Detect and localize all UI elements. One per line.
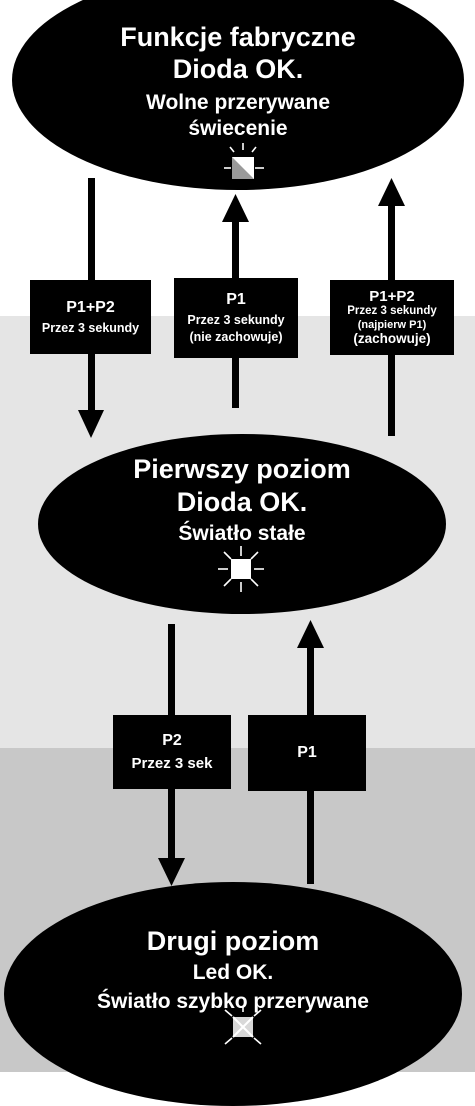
transition-label-line2: Przez 3 sekundy xyxy=(347,305,437,318)
transition-label-line3: (nie zachowuje) xyxy=(189,330,283,345)
state-level1-mode: Światło stałe xyxy=(178,522,306,545)
transition-label-line1: P2 xyxy=(162,732,182,750)
transition-label-line1: P1 xyxy=(297,743,317,761)
state-level2-mode: Światło szybko przerywane xyxy=(97,990,369,1013)
transition-label-line4: (zachowuje) xyxy=(353,331,431,347)
state-level2: Drugi poziom Led OK. Światło szybko prze… xyxy=(4,882,462,1106)
state-factory-led: Dioda OK. xyxy=(172,54,304,84)
transition-label-line1: P1+P2 xyxy=(66,298,115,316)
transition-label-line2: Przez 3 sekundy xyxy=(187,312,285,327)
transition-level1-to-level2: P2 Przez 3 sek xyxy=(113,715,231,789)
led-icons-layer xyxy=(218,143,264,1045)
state-level1-title: Pierwszy poziom xyxy=(133,454,351,484)
transition-level1-to-factory-save: P1+P2 Przez 3 sekundy (najpierw P1) (zac… xyxy=(330,280,454,355)
transition-label-line3: (najpierw P1) xyxy=(357,318,427,331)
state-level1: Pierwszy poziom Dioda OK. Światło stałe xyxy=(38,434,446,614)
transition-label-line1: P1+P2 xyxy=(369,288,415,306)
transition-level2-to-level1: P1 xyxy=(248,715,366,791)
state-level1-led: Dioda OK. xyxy=(176,487,308,517)
transition-factory-to-level1: P1+P2 Przez 3 sekundy xyxy=(30,280,151,354)
transition-label-line2: Przez 3 sek xyxy=(131,754,213,772)
blinking-fast-led-icon xyxy=(224,1006,262,1045)
transition-label-line2: Przez 3 sekundy xyxy=(41,321,140,335)
state-level2-title: Drugi poziom xyxy=(146,926,320,956)
blinking-slow-led-icon xyxy=(224,143,264,179)
transition-level1-to-factory-nosave: P1 Przez 3 sekundy (nie zachowuje) xyxy=(174,278,298,358)
state-factory-title: Funkcje fabryczne xyxy=(120,22,356,52)
state-factory-mode-line1: Wolne przerywane xyxy=(146,91,330,114)
state-level2-led: Led OK. xyxy=(192,961,274,984)
transition-label-line1: P1 xyxy=(226,291,246,309)
state-factory-mode-line2: świecenie xyxy=(188,117,288,140)
steady-led-icon xyxy=(218,546,264,592)
